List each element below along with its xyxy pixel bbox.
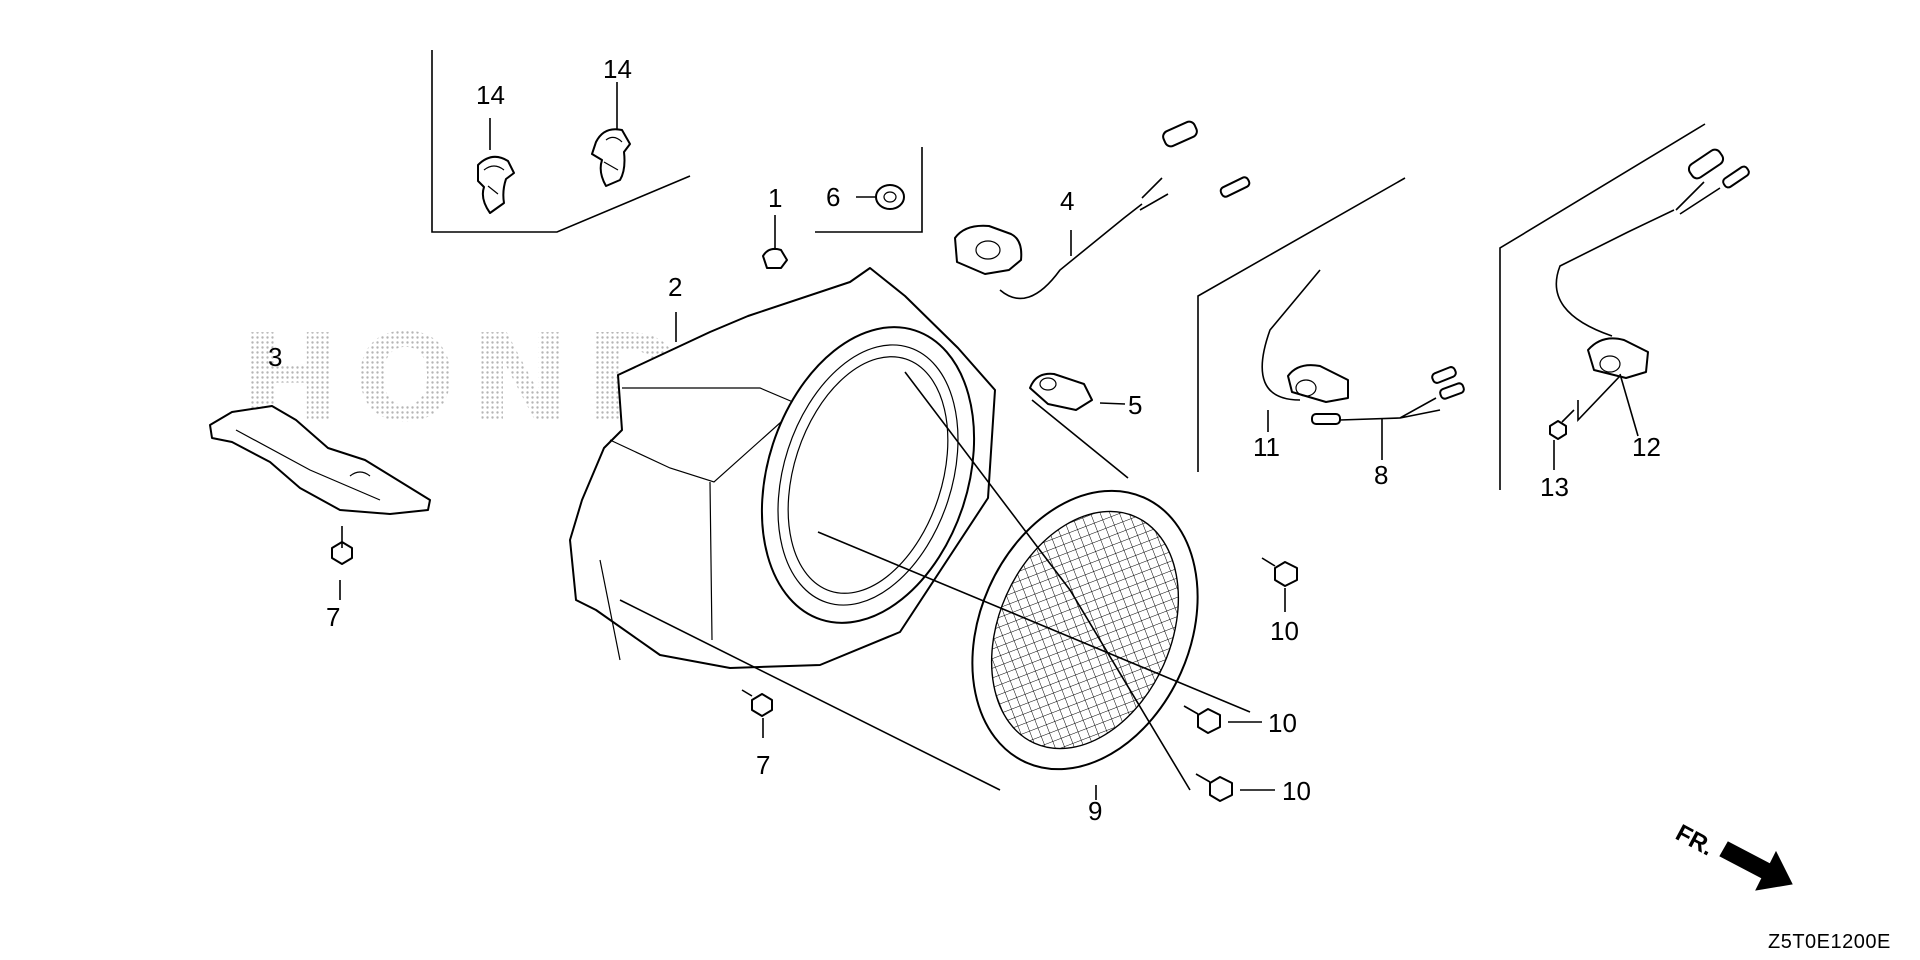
callout-3: 3 [268, 342, 282, 372]
part-10-bolt-middle [1183, 705, 1221, 734]
part-1-clip [762, 247, 788, 269]
group-bracket-12-13 [1499, 123, 1706, 490]
group-bracket-14 [431, 50, 691, 233]
part-10-bolt-top [1261, 557, 1298, 587]
part-9-screen [971, 489, 1199, 771]
callout-8: 8 [1374, 460, 1388, 490]
part-2-fan-cover [569, 267, 996, 669]
part-10-bolt-bottom [1195, 773, 1233, 802]
callout-13: 13 [1540, 472, 1569, 502]
part-8-harness [1311, 366, 1465, 425]
part-12-sensor-harness [1555, 148, 1750, 379]
part-11-sensor [1261, 269, 1349, 403]
callout-10-middle: 10 [1268, 708, 1297, 738]
part-14-clip-right [591, 128, 631, 187]
leader-lines [339, 82, 1639, 800]
diagram-code: Z5T0E1200E [1768, 931, 1891, 953]
group-bracket-11-8 [1197, 177, 1406, 472]
callout-2: 2 [668, 272, 682, 302]
front-direction-marker: FR. [1671, 819, 1793, 891]
part-6-grommet [875, 184, 905, 210]
part-13-screw [1549, 409, 1575, 440]
callout-11: 11 [1253, 432, 1280, 462]
front-arrow-icon [1719, 841, 1793, 891]
part-14-clip-left [477, 155, 515, 214]
callout-7-center: 7 [756, 750, 770, 780]
callout-5: 5 [1128, 390, 1142, 420]
callout-9: 9 [1088, 796, 1102, 826]
part-4-sensor-harness [954, 120, 1251, 300]
callout-12: 12 [1632, 432, 1661, 462]
part-5-clamp [1029, 372, 1093, 411]
callout-1: 1 [768, 183, 782, 213]
callout-10-top: 10 [1270, 616, 1299, 646]
callout-14-left: 14 [476, 80, 505, 110]
part-7-bolt-left [331, 526, 353, 565]
callout-4: 4 [1060, 186, 1074, 216]
group-bracket-6 [815, 147, 923, 233]
part-7-bolt-center [741, 689, 773, 717]
callout-14-right: 14 [603, 54, 632, 84]
part-3-air-guide [209, 405, 431, 515]
callout-7-left: 7 [326, 602, 340, 632]
callout-6: 6 [826, 182, 840, 212]
front-marker-label: FR. [1671, 819, 1718, 861]
callout-10-bottom: 10 [1282, 776, 1311, 806]
